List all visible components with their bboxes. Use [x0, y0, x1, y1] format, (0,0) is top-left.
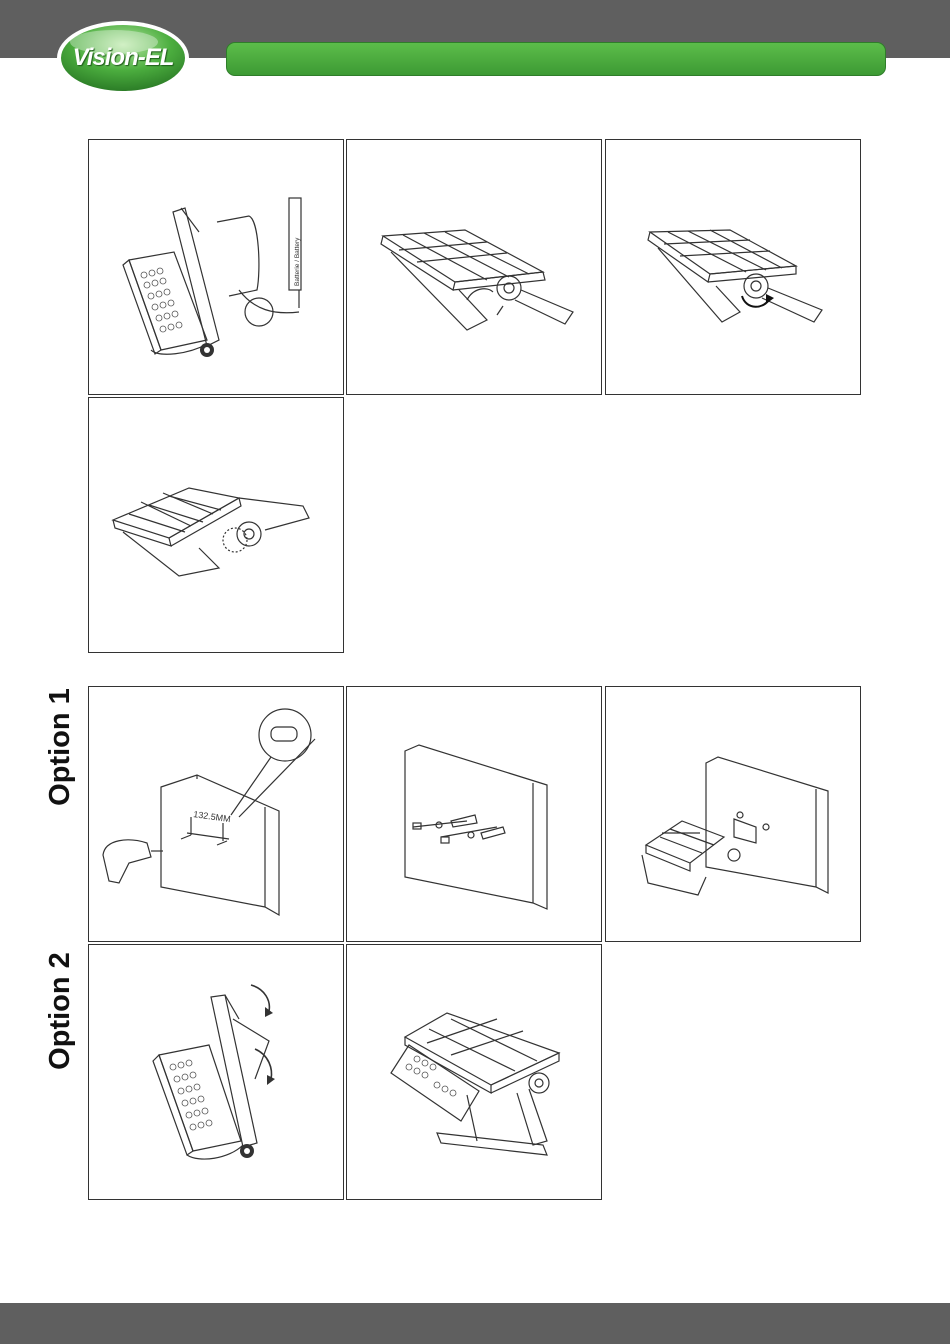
- figure-battery-connect: Batterie / Battery: [88, 139, 344, 395]
- option-2-label: Option 2: [43, 931, 77, 1091]
- figure-ground-mount: [346, 944, 602, 1200]
- figure-panel-rear-connector: [346, 139, 602, 395]
- option-1-label: Option 1: [43, 667, 77, 827]
- battery-label: Batterie / Battery: [294, 237, 301, 286]
- figure-panel-mounted-knob: [88, 397, 344, 653]
- figure-wall-anchors: [346, 686, 602, 942]
- footer-band: [0, 1303, 950, 1344]
- figure-mount-to-wall: [605, 686, 861, 942]
- header-green-bar: [226, 42, 886, 76]
- drill-dimension: 132.5MM: [193, 809, 232, 824]
- brand-logo: Vision-EL: [54, 16, 192, 96]
- figure-bracket-swap: [88, 944, 344, 1200]
- figure-drill-wall: 132.5MM: [88, 686, 344, 942]
- figure-panel-rotate-knob: [605, 139, 861, 395]
- drill-icon: [103, 840, 151, 883]
- logo-text: Vision-EL: [54, 44, 192, 72]
